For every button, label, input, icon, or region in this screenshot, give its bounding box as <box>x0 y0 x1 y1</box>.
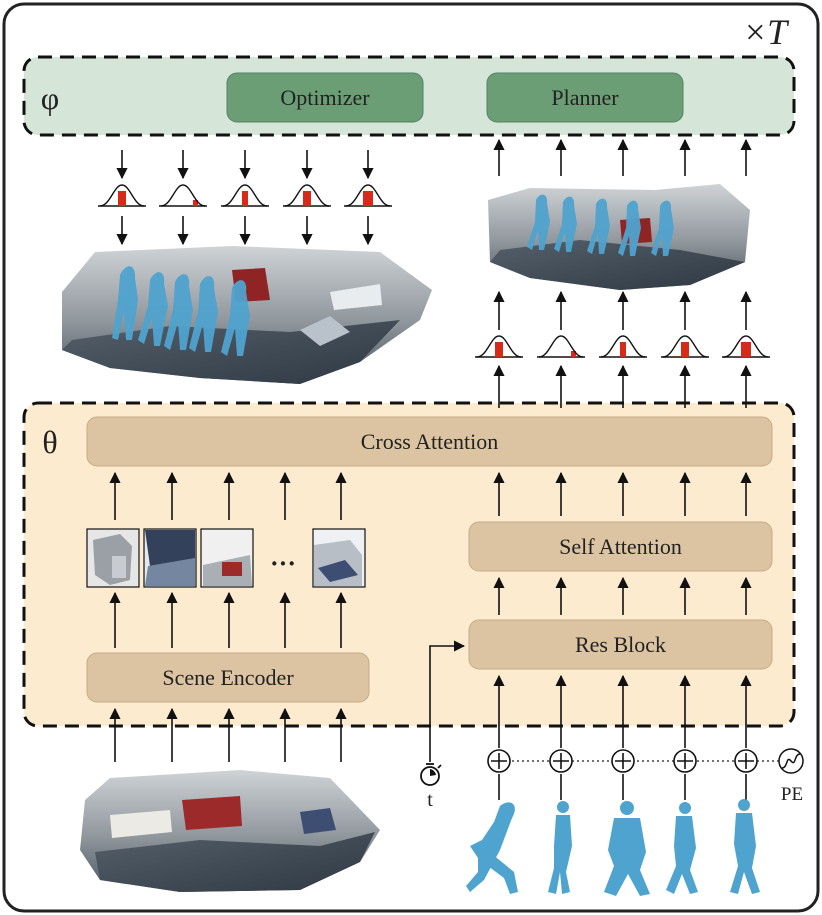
scene-render-planned <box>488 184 750 290</box>
gaussian-distribution-icon <box>661 335 709 358</box>
scene-patch <box>312 528 366 588</box>
gaussian-distribution-icon <box>283 184 331 207</box>
plus-node-icon <box>611 749 635 773</box>
scene-render-input <box>80 770 380 892</box>
gaussian-row-left <box>98 184 392 207</box>
scene-encoder-block[interactable] <box>86 652 370 703</box>
gaussian-distribution-icon <box>221 184 269 207</box>
data-flow-arrows <box>109 138 752 762</box>
stopwatch-icon <box>420 763 442 786</box>
phi-symbol: φ <box>40 79 60 116</box>
addition-nodes <box>487 749 758 773</box>
gaussian-distribution-icon <box>722 335 770 358</box>
repeat-label: ×T <box>742 12 788 52</box>
human-pose <box>466 802 518 894</box>
timestep-label: t <box>427 788 433 811</box>
planner-label: Planner <box>551 84 619 110</box>
gaussian-distribution-icon <box>537 335 585 358</box>
human-pose <box>548 801 572 894</box>
scene-patch <box>200 528 254 588</box>
self-attention-label: Self Attention <box>559 533 682 559</box>
human-pose <box>730 799 760 894</box>
optimizer-block[interactable] <box>226 72 424 123</box>
gaussian-distribution-icon <box>344 184 392 207</box>
gaussian-distribution-icon <box>599 335 647 358</box>
cross-attention-label: Cross Attention <box>360 428 499 454</box>
scene-patch <box>86 528 140 588</box>
gaussian-distribution-icon <box>475 335 523 358</box>
human-pose <box>666 802 698 894</box>
scene-encoder-label: Scene Encoder <box>162 664 294 690</box>
res-block[interactable] <box>468 619 773 670</box>
scene-patches <box>86 528 366 588</box>
scene-patch <box>143 528 197 588</box>
plus-node-icon <box>549 749 573 773</box>
human-pose <box>604 801 650 896</box>
scene-render-optimized <box>62 246 432 384</box>
noisy-human-poses <box>466 799 760 896</box>
gaussian-distribution-icon <box>159 184 207 207</box>
plus-node-icon <box>734 749 758 773</box>
theta-symbol: θ <box>42 423 58 460</box>
self-attention-block[interactable] <box>468 521 773 572</box>
planner-block[interactable] <box>486 72 684 123</box>
gaussian-distribution-icon <box>98 184 146 207</box>
cross-attention-block[interactable] <box>86 416 773 467</box>
pose-input-lines <box>498 774 747 800</box>
plus-node-icon <box>673 749 697 773</box>
patch-ellipsis: ··· <box>269 549 296 578</box>
sinusoid-icon <box>778 748 804 774</box>
optimizer-label: Optimizer <box>280 84 370 110</box>
positional-encoding-label: PE <box>780 784 804 805</box>
plus-node-icon <box>487 749 511 773</box>
gaussian-row-right <box>475 335 770 358</box>
res-block-label: Res Block <box>574 631 667 657</box>
